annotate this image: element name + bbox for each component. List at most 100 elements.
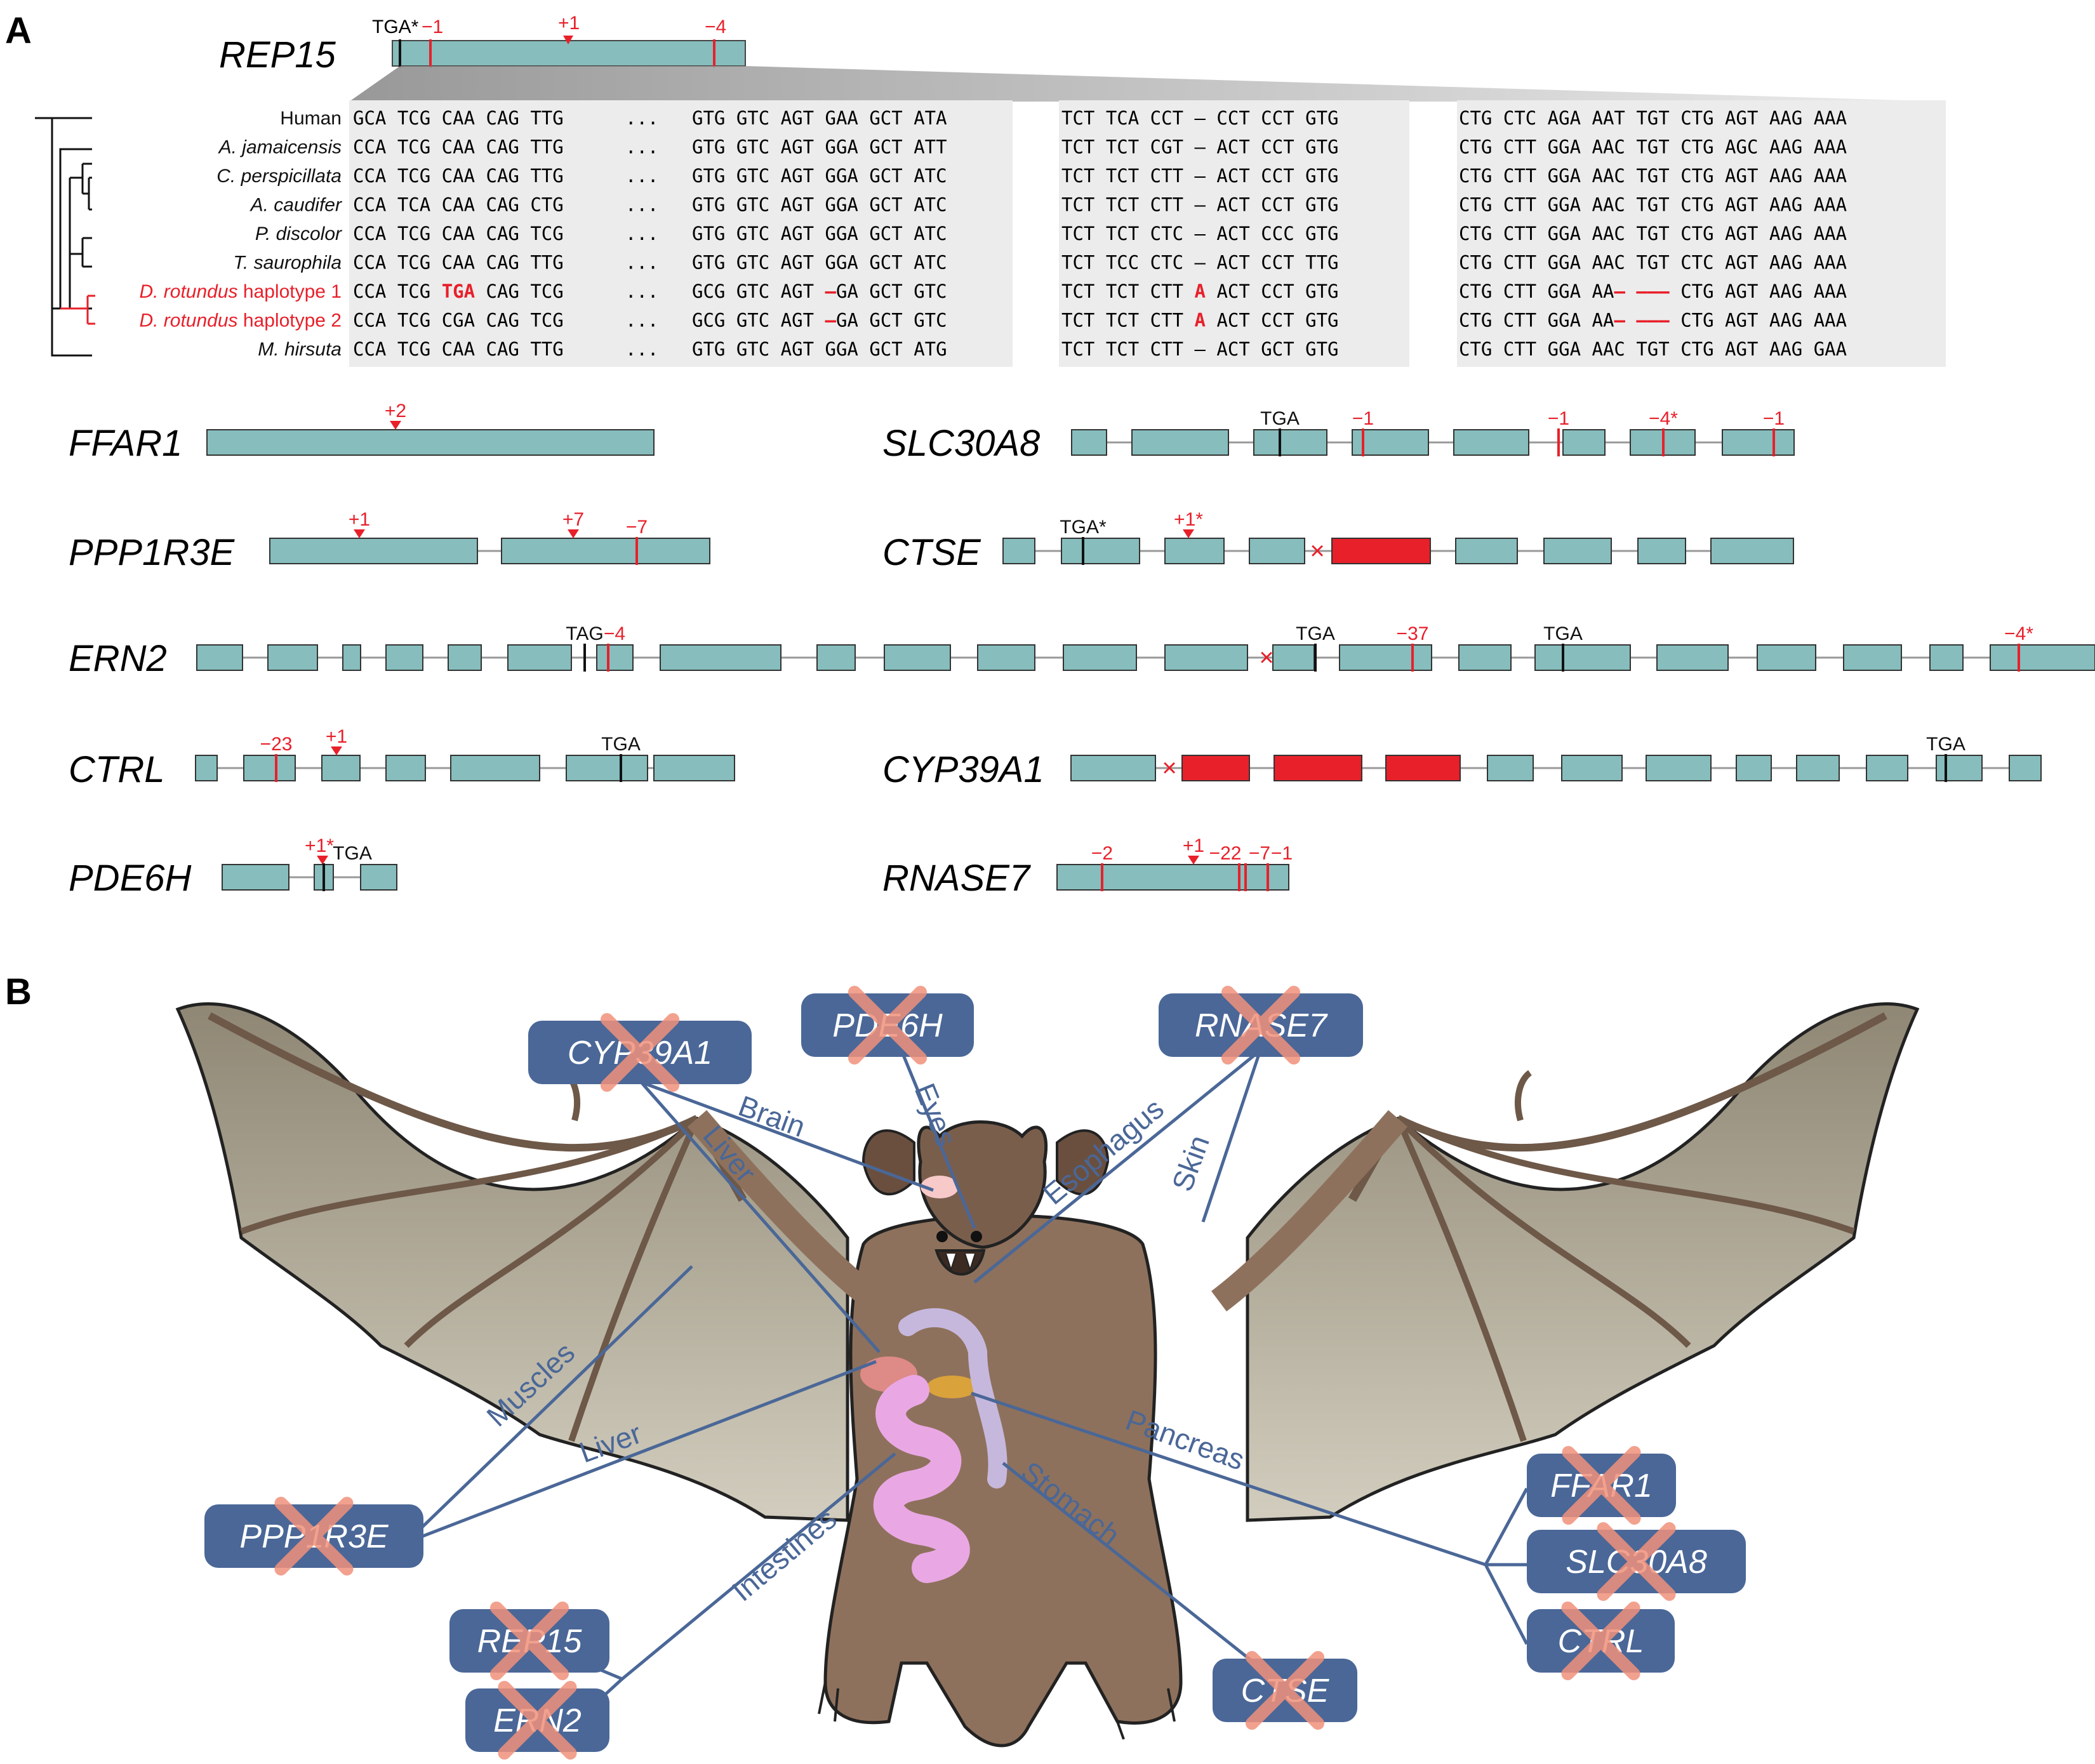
exon [1866, 755, 1908, 781]
exon [385, 644, 423, 671]
exon [243, 755, 296, 781]
exon [660, 644, 781, 671]
deletion-label: −1 [1548, 408, 1569, 429]
sequence-part: CCA TCG [353, 281, 442, 302]
alignment-ellipsis: ... [625, 107, 658, 129]
exon [596, 644, 634, 671]
sequence-segment: CCA TCG CGA CAG TCG [353, 310, 564, 331]
exon [653, 755, 735, 781]
gene-box-ffar1: FFAR1 [1527, 1446, 1676, 1525]
gene-box-rnase7: RNASE7 [1159, 986, 1363, 1064]
stop-codon-label: TGA [333, 843, 372, 864]
stop-codon-label: TGA [601, 734, 641, 755]
alignment-row: D. rotundus haplotype 1...CCA TCG TGA CA… [139, 281, 1847, 302]
sequence-segment: GTG GTC AGT GGA GCT ATC [692, 223, 947, 244]
ctrl-gene-name: CTRL [69, 749, 164, 790]
exon [884, 644, 951, 671]
alignment-ellipsis: ... [625, 223, 658, 244]
exon [1843, 644, 1902, 671]
deletion-label: −4 [604, 623, 625, 644]
sequence-part: A [1195, 281, 1206, 302]
sequence-segment: CTG CTT GGA AAC TGT CTG AGT AAG AAA [1459, 223, 1847, 244]
exon [1002, 538, 1035, 564]
insertion-label: +1* [1174, 509, 1203, 530]
exon [1562, 429, 1606, 456]
sequence-segment: TCT TCT CTC – ACT CCC GTG [1061, 223, 1339, 244]
gene-ffar1: FFAR1 +2 [69, 401, 655, 464]
lost-exon [1181, 755, 1250, 781]
exon [206, 429, 655, 456]
alignment-block-1 [349, 100, 1013, 367]
exon [1487, 755, 1534, 781]
insertion-label: +2 [385, 401, 406, 421]
insertion-marker [354, 529, 365, 538]
sequence-part: – ––– [1614, 281, 1670, 302]
ern2-gene-name: ERN2 [69, 638, 167, 679]
lost-gene-cross [601, 1013, 679, 1092]
species-label: M. hirsuta [258, 339, 342, 360]
sequence-part: A [1195, 310, 1206, 331]
pde6h-gene-name: PDE6H [69, 858, 192, 899]
alignment-block-3 [1457, 100, 1946, 367]
deletion-label: −7 [1249, 843, 1270, 864]
deletion-label: −1 [1763, 408, 1785, 429]
gene-pde6h: PDE6H+1*TGA [69, 835, 397, 899]
exon [1561, 755, 1623, 781]
insertion-label: +1 [326, 726, 347, 747]
exon [222, 864, 289, 891]
exon [1164, 538, 1225, 564]
exon [1534, 644, 1631, 671]
sequence-segment: CCA TCG CAA CAG TTG [353, 252, 564, 274]
rep15-gene-name: REP15 [219, 34, 336, 76]
sequence-segment: CTG CTT GGA AAC TGT CTC AGT AAG AAA [1459, 252, 1847, 274]
alignment-ellipsis: ... [625, 281, 658, 302]
sequence-segment: TCT TCA CCT – CCT CCT GTG [1061, 107, 1339, 129]
exon [1736, 755, 1772, 781]
ffar1-gene-name: FFAR1 [69, 423, 182, 464]
lost-gene-cross [1221, 986, 1300, 1064]
deletion-label: −23 [260, 734, 293, 755]
gene-box-pde6h: PDE6H [801, 986, 974, 1064]
exon [566, 755, 648, 781]
alignment-row: D. rotundus haplotype 2...CCA TCG CGA CA… [139, 310, 1847, 331]
phylogenetic-tree [35, 117, 92, 357]
stop-codon-label: TGA* [1060, 517, 1107, 538]
exon [1063, 644, 1137, 671]
bat-head [917, 1120, 1048, 1249]
tree-red-branch [60, 295, 95, 325]
stop-codon-label: TGA [1260, 408, 1300, 429]
sequence-part: GA GCT GTC [836, 310, 947, 331]
exon [342, 644, 361, 671]
sequence-part: CCA TCG [353, 310, 442, 331]
exon [507, 644, 572, 671]
sequence-part: CTG CTT GGA AA [1459, 310, 1614, 331]
exon [1056, 864, 1289, 891]
exon [360, 864, 397, 891]
exon [2009, 755, 2042, 781]
species-label: D. rotundus haplotype 2 [139, 310, 342, 331]
ctse-gene-name: CTSE [882, 532, 981, 573]
pancreas-organ [927, 1376, 978, 1398]
panel-b-label: B [5, 971, 32, 1012]
species-label: D. rotundus haplotype 1 [139, 281, 342, 302]
rep15-mark-stop: TGA* [372, 17, 419, 37]
exon [448, 644, 482, 671]
sequence-segment: CCA TCA CAA CAG CTG [353, 194, 564, 216]
sequence-part: TGA [442, 281, 475, 302]
bat-illustration [175, 1002, 1920, 1747]
sequence-segment: CTG CTT GGA AAC TGT CTG AGT AAG GAA [1459, 338, 1847, 360]
exon [977, 644, 1035, 671]
sequence-part: ACT CCT GTG [1206, 281, 1339, 302]
rep15-gene-model: TGA* −1 +1 −4 [372, 13, 746, 67]
sequence-segment: GTG GTC AGT GGA GCT ATC [692, 165, 947, 187]
sequence-segment: CTG CTT GGA AA– ––– CTG AGT AAG AAA [1459, 310, 1847, 331]
sequence-part: – ––– [1614, 310, 1670, 331]
species-label: A. jamaicensis [218, 137, 342, 158]
insertion-marker [1183, 529, 1194, 538]
intestines-organ [873, 1375, 970, 1583]
zoom-fan [349, 66, 1946, 102]
insertion-marker [331, 746, 342, 755]
